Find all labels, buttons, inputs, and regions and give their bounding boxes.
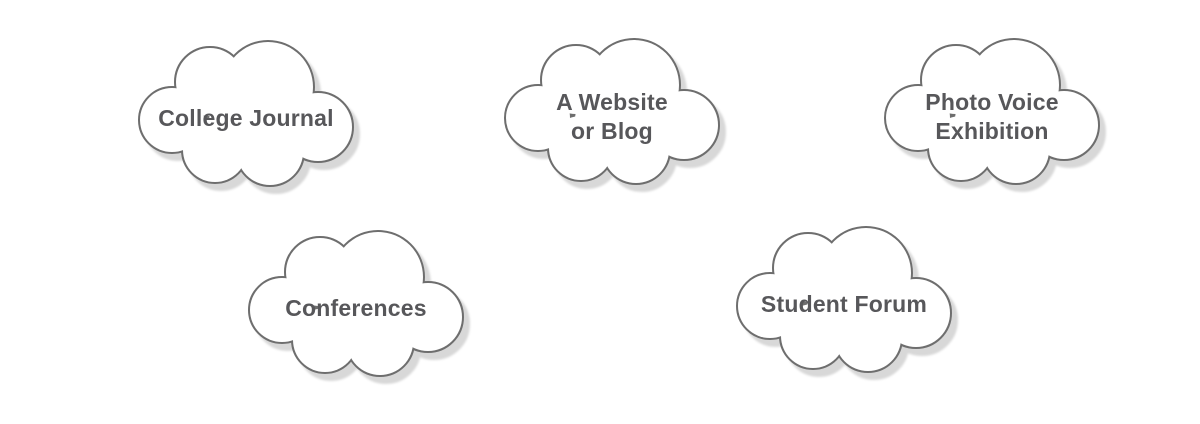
- cloud-student-forum: Student Forum: [736, 226, 952, 373]
- cloud-label-line: Exhibition: [935, 117, 1049, 144]
- cloud-label-line: Student Forum: [760, 291, 928, 317]
- cloud-label-line: Photo Voice: [925, 88, 1059, 115]
- cloud-photo-voice-exhibition: Photo Voice Exhibition: [884, 38, 1100, 185]
- cloud-label: Student Forum: [738, 228, 950, 371]
- cloud-label-line: A Website: [556, 88, 668, 115]
- cloud-label: A Website or Blog: [506, 40, 718, 183]
- cloud-conferences: Conferences: [248, 230, 464, 377]
- cloud-label-line: Conferences: [285, 295, 427, 321]
- cloud-label-line: College Journal: [158, 105, 334, 131]
- cloud-label-line: or Blog: [571, 117, 653, 144]
- cloud-label: Conferences: [250, 232, 462, 375]
- cloud-college-journal: College Journal: [138, 40, 354, 187]
- cloud-label: Photo Voice Exhibition: [886, 40, 1098, 183]
- cloud-label: College Journal: [140, 42, 352, 185]
- cloud-website-or-blog: A Website or Blog: [504, 38, 720, 185]
